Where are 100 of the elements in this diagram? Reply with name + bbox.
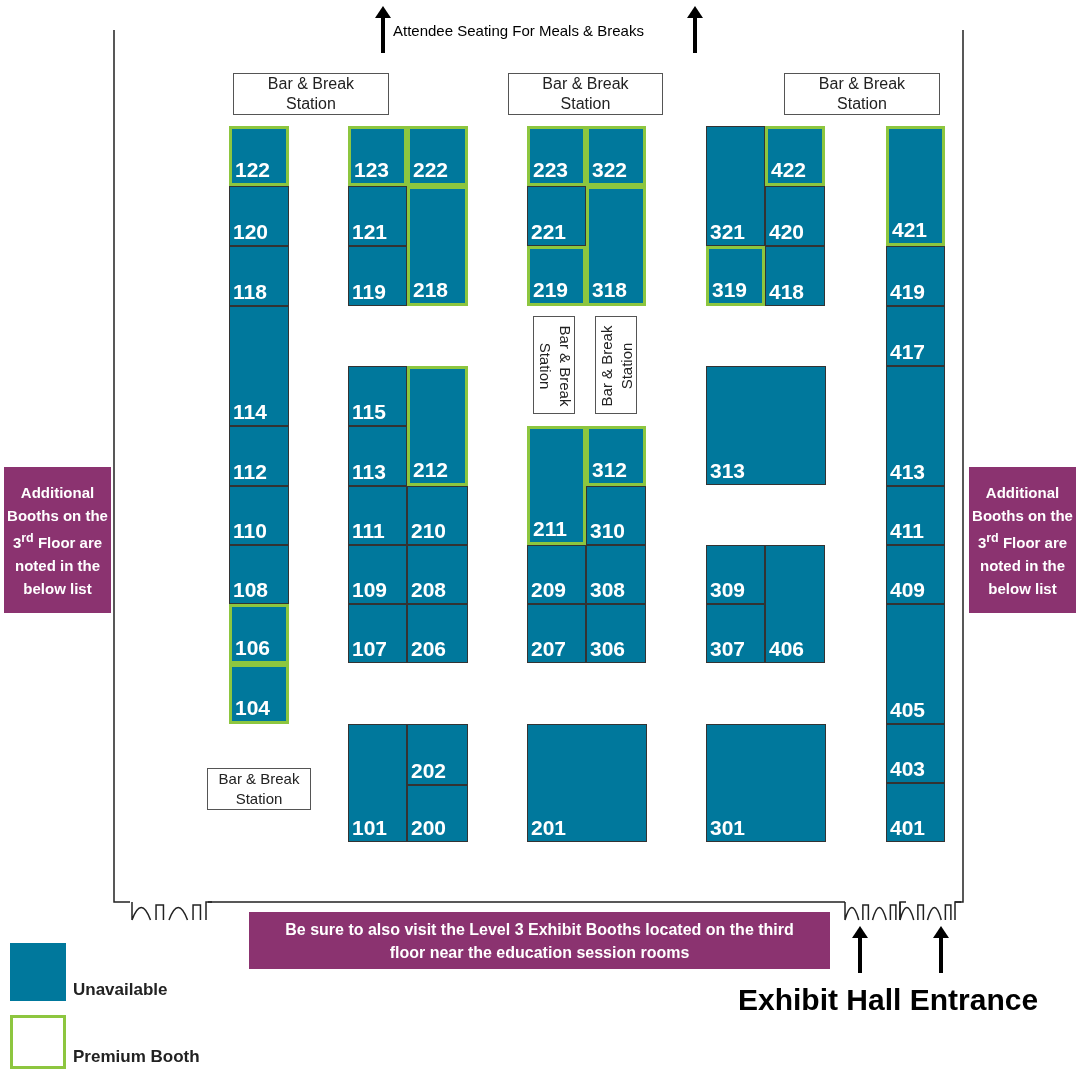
booth-number: 119 — [352, 281, 386, 302]
premium-booth-block — [886, 126, 945, 246]
booth-number: 405 — [890, 699, 926, 720]
info-banner — [969, 467, 1076, 613]
booth-block — [229, 486, 289, 545]
booth-number: 401 — [890, 817, 926, 838]
booth-number: 104 — [235, 697, 271, 718]
booth-block — [886, 486, 945, 545]
booth-number: 211 — [533, 518, 567, 539]
info-banner — [4, 467, 111, 613]
booth-number: 106 — [235, 637, 271, 658]
booth-number: 309 — [710, 579, 746, 600]
station-label: Bar & Break Station — [217, 769, 301, 809]
booth-number: 313 — [710, 460, 746, 481]
booth-block — [886, 545, 945, 604]
booth-number: 403 — [890, 758, 926, 779]
booth-number: 319 — [712, 279, 748, 300]
station-box — [533, 316, 575, 414]
booth-block — [886, 604, 945, 724]
station-box — [508, 73, 663, 115]
premium-booth-block — [765, 126, 825, 186]
booth-block — [886, 783, 945, 842]
booth-number: 221 — [531, 221, 567, 242]
booth-number: 306 — [590, 638, 626, 659]
booth-number: 201 — [531, 817, 567, 838]
booth-block — [706, 604, 765, 663]
booth-block — [706, 366, 826, 485]
booth-block — [348, 186, 407, 246]
booth-number: 206 — [411, 638, 447, 659]
booth-number: 210 — [411, 520, 447, 541]
premium-booth-block — [527, 126, 586, 186]
premium-booth-block — [407, 126, 468, 186]
premium-booth-block — [229, 664, 289, 724]
station-label: Bar & Break Station — [536, 324, 575, 409]
booth-block — [527, 186, 586, 246]
booth-number: 108 — [233, 579, 269, 600]
booth-number: 209 — [531, 579, 567, 600]
booth-block — [527, 604, 586, 663]
booth-block — [407, 486, 468, 545]
booth-number: 312 — [592, 459, 628, 480]
premium-booth-block — [348, 126, 407, 186]
info-text: Additional Booths on the 3$^{rd}$ Floor are noted in the below list — [971, 482, 1074, 599]
booth-number: 200 — [411, 817, 447, 838]
booth-number: 121 — [352, 221, 388, 242]
booth-block — [348, 724, 407, 842]
booth-number: 406 — [769, 638, 805, 659]
station-box — [207, 768, 311, 810]
booth-block — [586, 545, 646, 604]
booth-number: 115 — [352, 401, 386, 422]
station-box — [233, 73, 389, 115]
booth-block — [348, 486, 407, 545]
booth-number: 110 — [233, 520, 267, 541]
booth-block — [586, 604, 646, 663]
legend-label: Unavailable — [73, 980, 168, 1000]
premium-booth-block — [586, 126, 646, 186]
booth-number: 310 — [590, 520, 626, 541]
booth-number: 419 — [890, 281, 926, 302]
booth-block — [229, 426, 289, 486]
booth-block — [706, 724, 826, 842]
booth-number: 301 — [710, 817, 746, 838]
booth-number: 120 — [233, 221, 269, 242]
booth-number: 107 — [352, 638, 388, 659]
booth-number: 207 — [531, 638, 567, 659]
station-label: Bar & Break Station — [266, 74, 356, 114]
booth-number: 222 — [413, 159, 449, 180]
booth-number: 422 — [771, 159, 807, 180]
booth-number: 322 — [592, 159, 628, 180]
legend-label: Premium Booth — [73, 1047, 200, 1067]
booth-block — [348, 366, 407, 426]
booth-block — [765, 186, 825, 246]
info-banner — [249, 912, 830, 969]
premium-booth-block — [527, 246, 586, 306]
booth-block — [886, 724, 945, 783]
booth-number: 308 — [590, 579, 626, 600]
booth-number: 417 — [890, 341, 926, 362]
booth-block — [886, 246, 945, 306]
booth-number: 219 — [533, 279, 569, 300]
booth-number: 321 — [710, 221, 746, 242]
info-text: Additional Booths on the 3$^{rd}$ Floor are noted in the below list — [6, 482, 109, 599]
premium-booth-block — [407, 366, 468, 486]
booth-block — [229, 306, 289, 426]
booth-number: 413 — [890, 461, 926, 482]
booth-number: 208 — [411, 579, 447, 600]
premium-booth-block — [586, 186, 646, 306]
booth-block — [348, 426, 407, 486]
booth-block — [407, 724, 468, 785]
booth-number: 218 — [413, 279, 449, 300]
booth-block — [407, 604, 468, 663]
booth-block — [765, 246, 825, 306]
info-text: Be sure to also visit the Level 3 Exhibit Booths located on the third floor near the education session rooms — [284, 919, 795, 963]
booth-number: 307 — [710, 638, 746, 659]
booth-number: 101 — [352, 817, 388, 838]
premium-booth-block — [527, 426, 586, 545]
booth-block — [229, 186, 289, 246]
premium-booth-block — [586, 426, 646, 486]
booth-number: 421 — [892, 219, 928, 240]
booth-block — [886, 366, 945, 486]
booth-block — [886, 306, 945, 366]
booth-number: 114 — [233, 401, 267, 422]
booth-block — [706, 126, 765, 246]
